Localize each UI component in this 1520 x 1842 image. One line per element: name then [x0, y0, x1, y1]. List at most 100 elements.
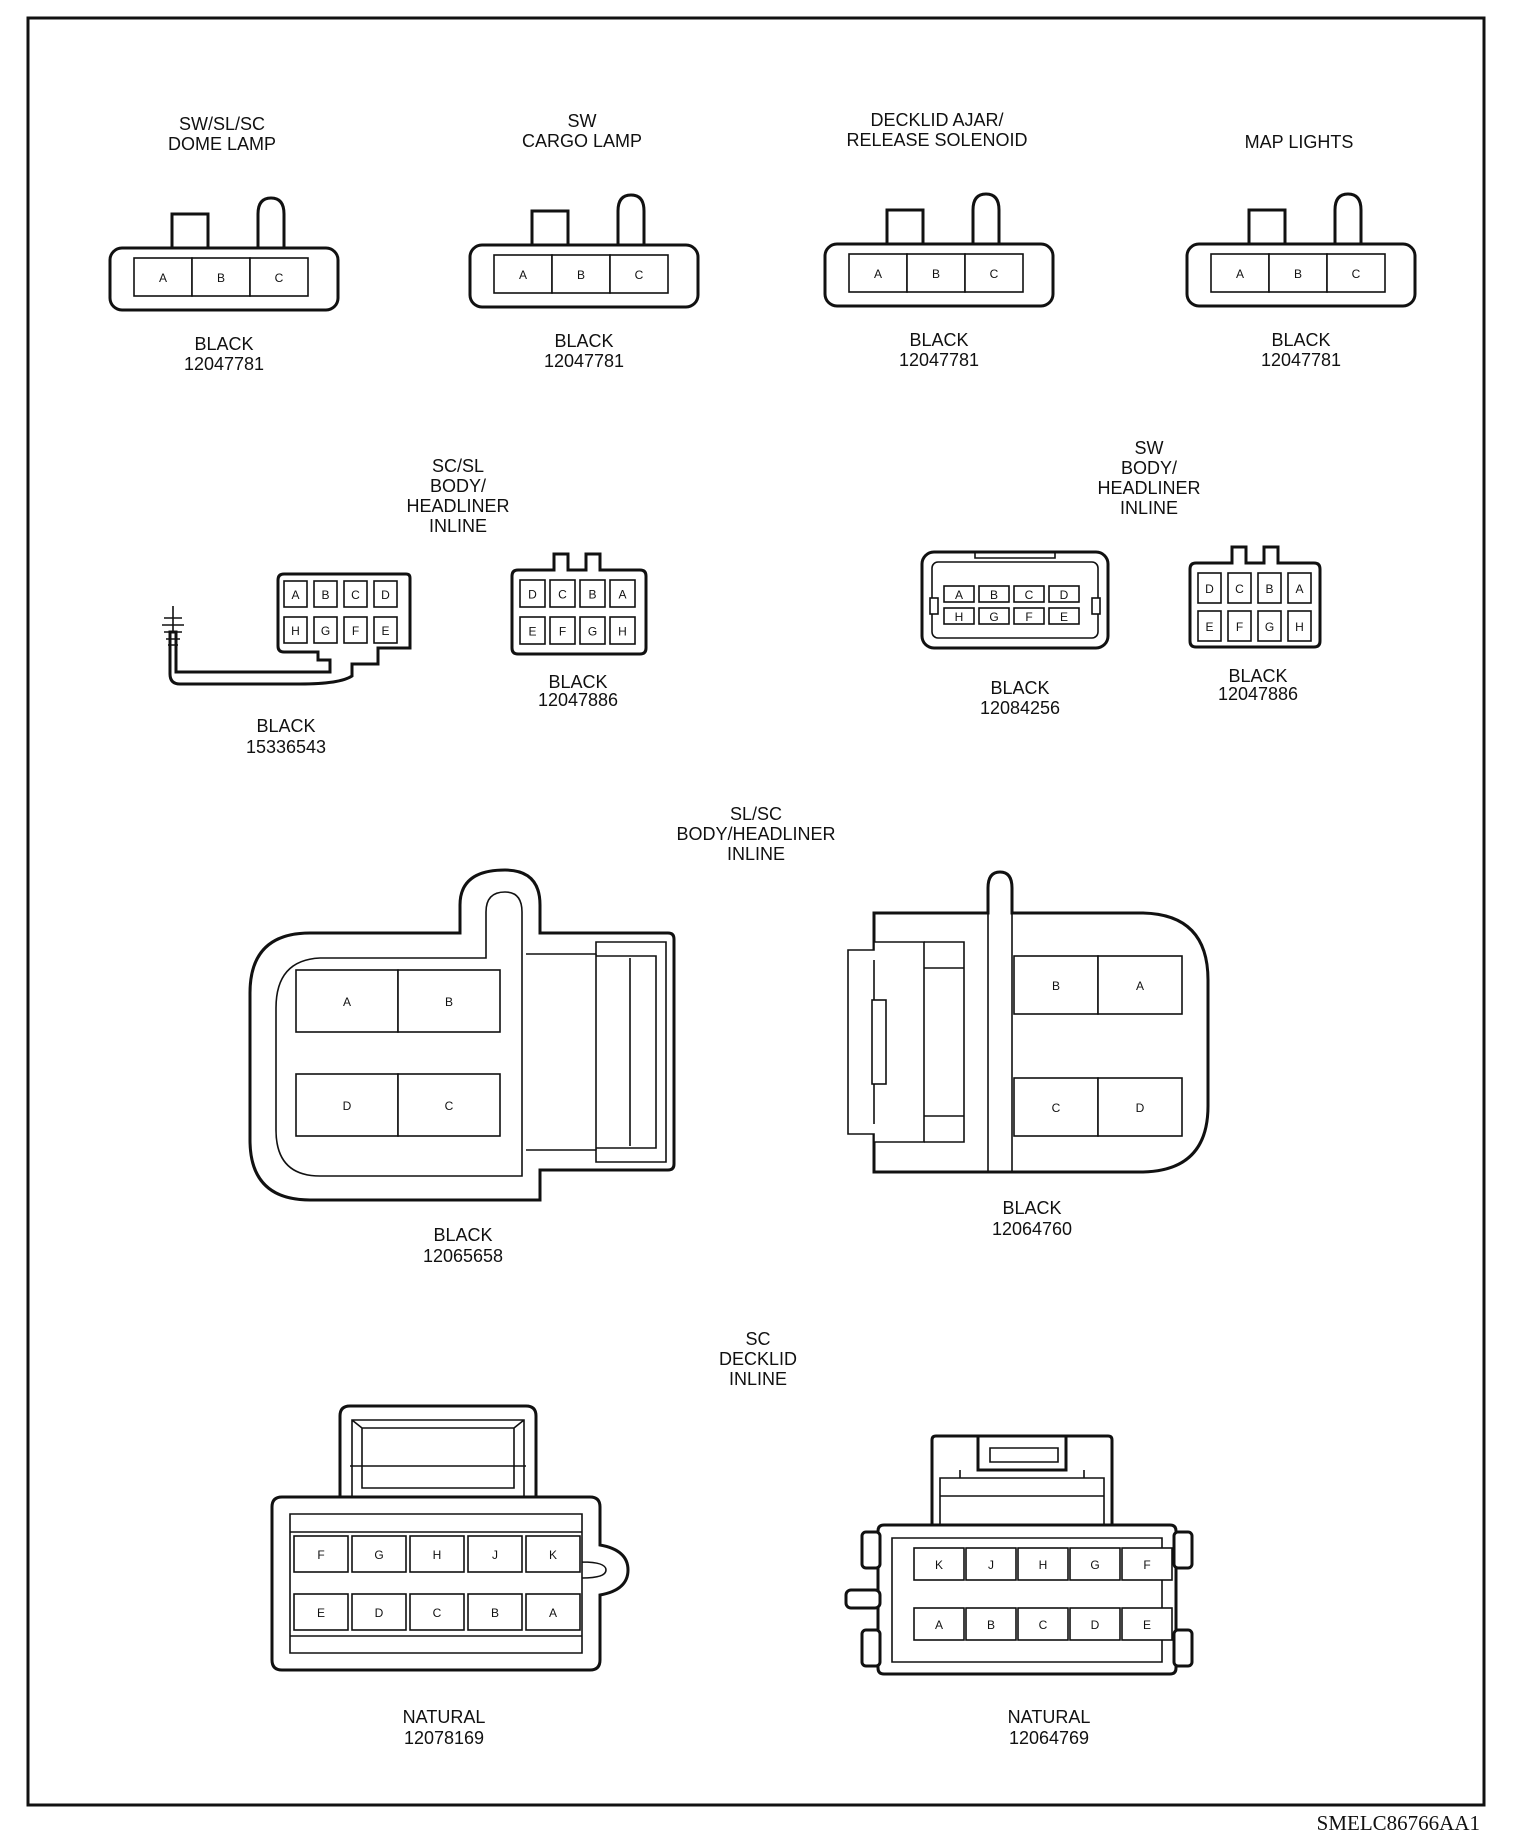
pin-label: C: [275, 271, 284, 285]
pin-cavity: [978, 607, 1010, 625]
pin-label: B: [1052, 979, 1060, 993]
pin-cavity: [519, 579, 546, 608]
group-title-line: SC: [745, 1329, 770, 1349]
pin-label: B: [987, 1618, 995, 1632]
pin-cavity: [1287, 572, 1312, 604]
connector-part-number: 12065658: [423, 1246, 503, 1266]
group-title-line: BODY/: [430, 476, 486, 496]
pin-label: C: [1039, 1618, 1048, 1632]
pin-cavity: [943, 607, 975, 625]
connector-part-number: 15336543: [246, 737, 326, 757]
pin-cavity: [1210, 253, 1270, 293]
connector-color: BLACK: [433, 1225, 492, 1245]
pin-label: F: [559, 625, 566, 639]
pin-label: A: [1236, 267, 1244, 281]
pin-cavity: [1121, 1547, 1173, 1581]
connector-color: BLACK: [1228, 666, 1287, 686]
group-title-line: BODY/: [1121, 458, 1177, 478]
group-title-line: DECKLID: [719, 1349, 797, 1369]
pin-label: D: [1136, 1101, 1145, 1115]
pin-label: C: [1025, 588, 1034, 602]
group-title-line: INLINE: [729, 1369, 787, 1389]
pin-cavity: [848, 253, 908, 293]
pin-label: D: [1091, 1618, 1100, 1632]
pin-label: G: [1090, 1558, 1099, 1572]
side-key: [844, 1588, 882, 1610]
connector-part-number: 12047781: [544, 351, 624, 371]
pin-label: C: [1235, 582, 1244, 596]
pin-label: D: [528, 588, 537, 602]
pin-cavity: [549, 579, 576, 608]
pin-label: A: [955, 588, 963, 602]
pin-cavity: [609, 616, 636, 645]
pin-cavity: [467, 1593, 523, 1631]
pin-cavity: [1069, 1547, 1121, 1581]
pin-cavity: [409, 1535, 465, 1573]
pin-cavity: [283, 580, 308, 608]
connector-part-number: 12078169: [404, 1728, 484, 1748]
hood-latch: [976, 1434, 1068, 1472]
pin-label: A: [291, 588, 299, 602]
pin-cavity: [1257, 572, 1282, 604]
pin-label: B: [588, 588, 596, 602]
pin-label: E: [317, 1606, 325, 1620]
pin-cavity: [1121, 1607, 1173, 1641]
pin-cavity: [549, 616, 576, 645]
pin-cavity: [965, 1547, 1017, 1581]
pin-cavity: [906, 253, 966, 293]
pin-label: B: [1294, 267, 1302, 281]
pin-cavity: [1257, 610, 1282, 642]
group-title-line: SW: [1135, 438, 1164, 458]
connector-title-line: SW/SL/SC: [179, 114, 265, 134]
pin-label: C: [558, 588, 567, 602]
pin-cavity: [1013, 1077, 1099, 1137]
connector-title-line: SW: [568, 111, 597, 131]
pin-label: B: [932, 267, 940, 281]
pin-cavity: [351, 1593, 407, 1631]
pin-label: H: [1039, 1558, 1048, 1572]
terminal-icon: [162, 606, 184, 646]
connector-tab: [170, 212, 210, 254]
pin-cavity: [283, 616, 308, 644]
pin-cavity: [1013, 607, 1045, 625]
connector-part-number: 12064769: [1009, 1728, 1089, 1748]
pin-cavity: [1017, 1547, 1069, 1581]
pin-cavity: [1227, 610, 1252, 642]
connector-part-number: 12047781: [899, 350, 979, 370]
pin-label: B: [445, 995, 453, 1009]
pin-label: D: [381, 588, 390, 602]
connector-title-line: RELEASE SOLENOID: [846, 130, 1027, 150]
pin-label: G: [374, 1548, 383, 1562]
pin-label: B: [577, 268, 585, 282]
pin-cavity: [295, 969, 399, 1033]
pin-cavity: [579, 616, 606, 645]
pin-label: A: [159, 271, 167, 285]
group-title-line: BODY/HEADLINER: [676, 824, 835, 844]
connector-part-number: 12047886: [538, 690, 618, 710]
hood-detail: [350, 1419, 526, 1497]
pin-cavity: [467, 1535, 523, 1573]
pin-label: F: [1025, 610, 1032, 624]
pin-label: D: [1060, 588, 1069, 602]
pin-label: F: [317, 1548, 324, 1562]
connector-part-number: 12047886: [1218, 684, 1298, 704]
connector-title-line: CARGO LAMP: [522, 131, 642, 151]
divider-tab: [987, 913, 1013, 1172]
pin-cavity: [1069, 1607, 1121, 1641]
